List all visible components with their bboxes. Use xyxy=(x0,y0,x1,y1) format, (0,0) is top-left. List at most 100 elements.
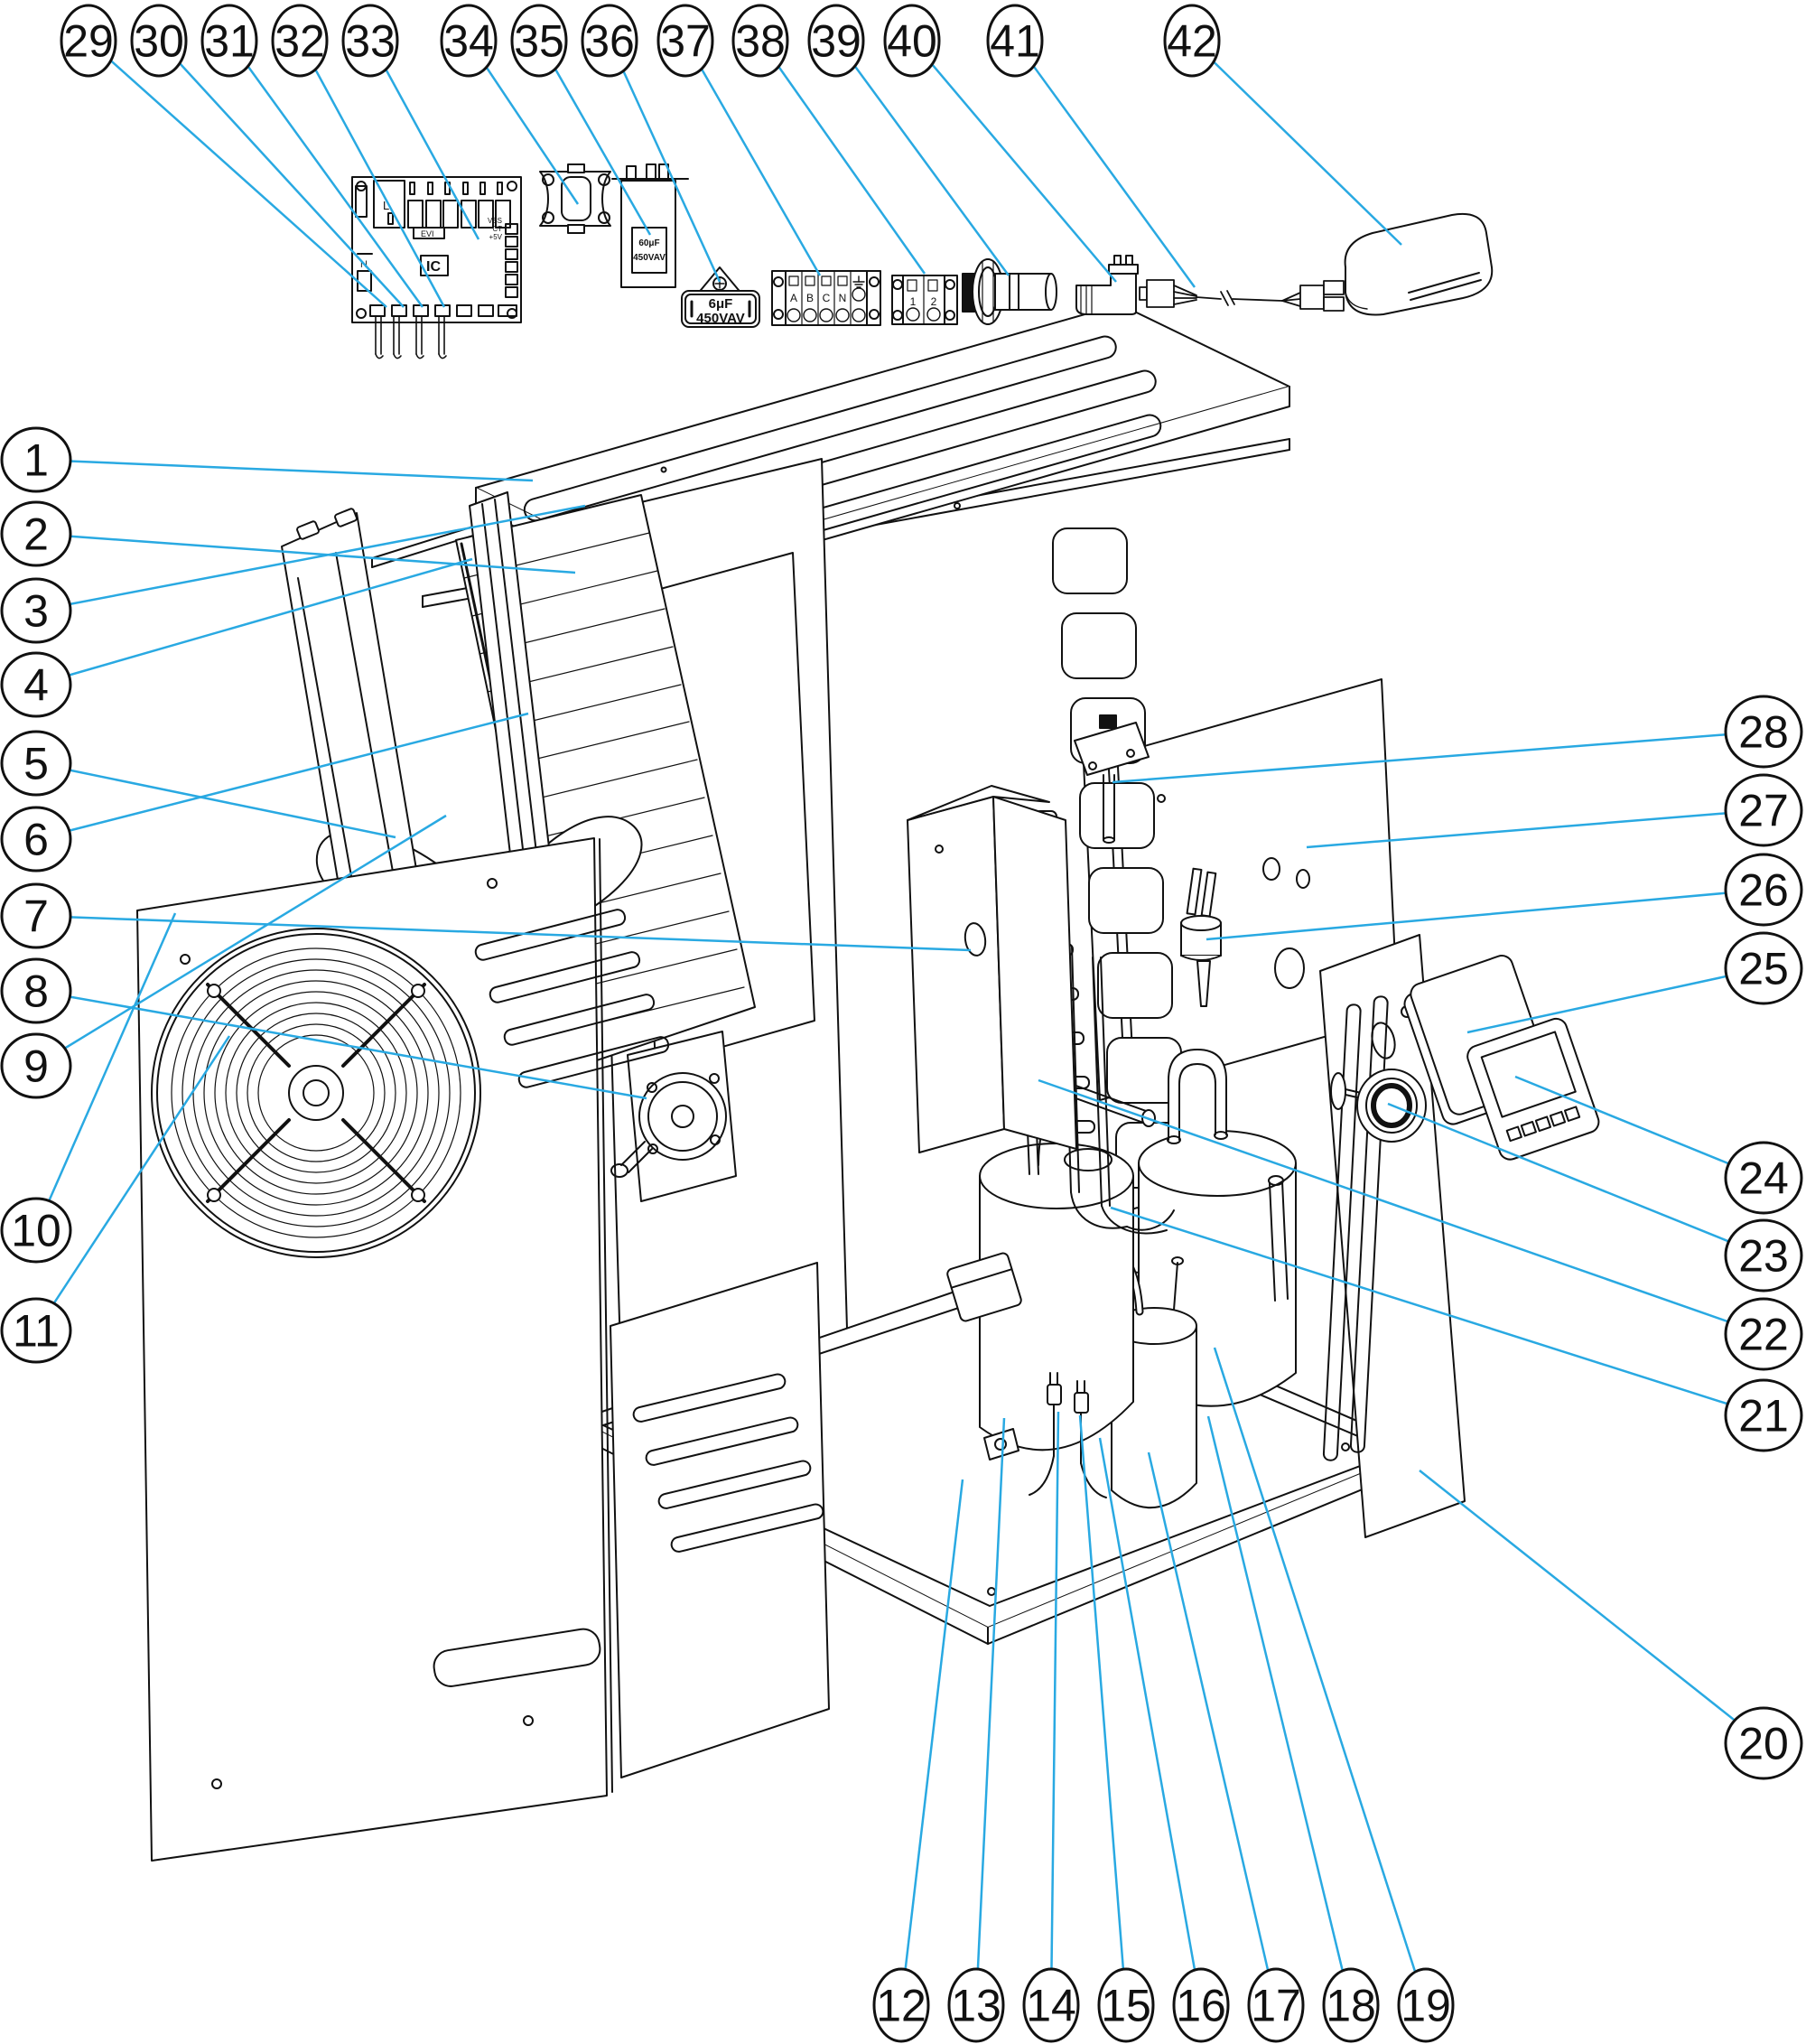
leader-line-38 xyxy=(759,40,926,275)
cap-small-voltage: 450VAV xyxy=(696,311,745,326)
leader-line-8 xyxy=(35,989,647,1100)
callout-38: 38 xyxy=(731,4,789,78)
callout-35: 35 xyxy=(510,4,568,78)
fan-motor xyxy=(610,1031,737,1202)
leader-line-22 xyxy=(1038,1078,1764,1336)
callout-number-37: 37 xyxy=(660,15,711,66)
leader-line-13 xyxy=(974,1417,1006,2006)
callout-7: 7 xyxy=(0,882,72,949)
callout-number-1: 1 xyxy=(23,434,49,485)
wiring-harness xyxy=(1139,279,1345,312)
side-panel xyxy=(610,1262,830,1778)
callout-number-5: 5 xyxy=(23,738,49,789)
terminal-2: 2 xyxy=(931,295,937,308)
callout-21: 21 xyxy=(1724,1378,1803,1452)
leader-line-21 xyxy=(1110,1206,1764,1417)
callout-25: 25 xyxy=(1724,931,1803,1005)
callout-number-23: 23 xyxy=(1738,1230,1789,1281)
compressor-sensors xyxy=(1029,1372,1107,1498)
callout-number-36: 36 xyxy=(584,15,635,66)
temp-sensor-probe xyxy=(1180,867,1222,1007)
leader-line-36 xyxy=(608,40,721,283)
leader-layer xyxy=(34,40,1764,2006)
callout-4: 4 xyxy=(0,651,72,718)
callout-40: 40 xyxy=(883,4,941,78)
callout-number-17: 17 xyxy=(1251,1980,1301,2030)
callout-number-40: 40 xyxy=(887,15,937,66)
callout-33: 33 xyxy=(341,4,399,78)
leader-line-33 xyxy=(368,40,480,240)
leader-line-23 xyxy=(1387,1102,1764,1257)
callout-22: 22 xyxy=(1724,1297,1803,1371)
callout-number-38: 38 xyxy=(735,15,786,66)
callout-number-14: 14 xyxy=(1026,1980,1076,2030)
callout-number-39: 39 xyxy=(811,15,861,66)
callout-19: 19 xyxy=(1397,1967,1455,2043)
callout-1: 1 xyxy=(0,426,72,493)
leader-line-2 xyxy=(35,532,576,574)
leader-line-19 xyxy=(1213,1347,1428,2006)
callout-15: 15 xyxy=(1097,1967,1155,2043)
leader-line-16 xyxy=(1098,1437,1203,2006)
leader-line-18 xyxy=(1206,1415,1353,2006)
leader-line-26 xyxy=(1206,888,1764,941)
callout-number-32: 32 xyxy=(275,15,325,66)
callout-31: 31 xyxy=(200,4,258,78)
leader-line-35 xyxy=(537,40,652,236)
callout-42: 42 xyxy=(1163,4,1221,78)
leader-line-41 xyxy=(1013,40,1196,288)
leader-line-28 xyxy=(1112,730,1764,784)
leader-line-31 xyxy=(228,40,424,308)
callout-20: 20 xyxy=(1724,1706,1803,1780)
callout-number-9: 9 xyxy=(23,1041,49,1091)
callout-37: 37 xyxy=(656,4,714,78)
display-controller xyxy=(1466,1017,1600,1161)
leader-line-29 xyxy=(88,40,387,308)
callout-11: 11 xyxy=(0,1297,72,1364)
leader-line-14 xyxy=(1049,1411,1060,2006)
callout-number-13: 13 xyxy=(951,1980,1001,2030)
leader-line-27 xyxy=(1306,808,1764,849)
four-way-valve xyxy=(1074,714,1150,844)
pcb-ic-label: IC xyxy=(426,259,441,275)
electrical-box xyxy=(907,785,1077,1153)
cable-gland xyxy=(962,258,1057,325)
leader-line-39 xyxy=(834,40,1010,276)
callout-36: 36 xyxy=(581,4,638,78)
callout-10: 10 xyxy=(0,1197,72,1264)
callout-number-12: 12 xyxy=(876,1980,926,2030)
callout-26: 26 xyxy=(1724,853,1803,927)
callout-number-18: 18 xyxy=(1326,1980,1376,2030)
callout-30: 30 xyxy=(130,4,188,78)
leader-line-32 xyxy=(298,40,446,308)
leader-line-1 xyxy=(35,458,534,482)
callout-number-10: 10 xyxy=(11,1205,61,1255)
callout-number-24: 24 xyxy=(1738,1153,1789,1203)
callout-number-11: 11 xyxy=(13,1305,60,1356)
terminal-a: A xyxy=(790,292,797,304)
callout-number-26: 26 xyxy=(1738,864,1789,915)
callout-number-30: 30 xyxy=(134,15,184,66)
terminal-block-5p xyxy=(771,270,881,326)
leader-line-7 xyxy=(35,914,972,952)
callout-number-34: 34 xyxy=(443,15,494,66)
callout-41: 41 xyxy=(986,4,1044,78)
leader-line-37 xyxy=(684,40,822,276)
terminal-c: C xyxy=(823,292,831,304)
callout-27: 27 xyxy=(1724,773,1803,847)
leader-line-15 xyxy=(1078,1414,1128,2006)
callout-number-21: 21 xyxy=(1738,1390,1789,1441)
callout-8: 8 xyxy=(0,957,72,1024)
callout-number-3: 3 xyxy=(23,585,49,636)
leader-line-20 xyxy=(1419,1470,1764,1744)
callout-number-19: 19 xyxy=(1401,1980,1451,2030)
terminal-block-2p xyxy=(891,275,958,325)
callout-number-6: 6 xyxy=(23,814,49,864)
leader-line-5 xyxy=(35,761,396,839)
pcb-evi-label: EVI xyxy=(421,229,434,238)
leader-line-40 xyxy=(911,40,1117,283)
callout-17: 17 xyxy=(1247,1967,1305,2043)
callout-number-8: 8 xyxy=(23,966,49,1016)
callout-number-2: 2 xyxy=(23,509,49,559)
